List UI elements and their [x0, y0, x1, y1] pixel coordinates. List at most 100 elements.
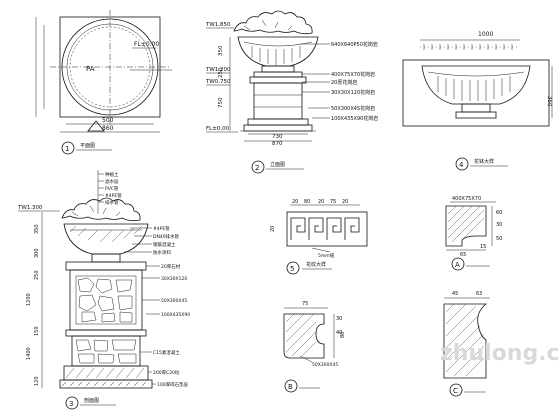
profile-a-dim-4: 15	[480, 244, 486, 250]
elev-hdim-2: 870	[272, 141, 283, 147]
profile-a-dim-2: 30	[496, 222, 502, 228]
section-caption: 剖面图	[84, 397, 99, 404]
section-vdim-7: 120	[34, 376, 40, 386]
section-note-top-2: 滤水层	[105, 178, 119, 185]
section-index-circle	[65, 396, 79, 410]
elev-index: 2	[255, 164, 259, 172]
profile-a-circle	[451, 257, 465, 271]
section-note-mid-2: DN40排水管	[153, 233, 180, 240]
section-note-top-4: #4PE管	[105, 192, 122, 199]
profile-a: 400X75X70 60 30 50 15 65 A	[445, 196, 502, 271]
section-vdim-1: 350	[34, 224, 40, 234]
watermark: zhulong.com	[440, 341, 560, 366]
bowl-index-circle	[455, 157, 469, 171]
plan-elev-label: FL±0.00	[134, 41, 159, 48]
profile-b-note: 50X300X45	[312, 362, 338, 368]
profile-b: 75 30 40 80 50X300X45 B	[283, 301, 346, 393]
elev-vdim-2: 250	[218, 67, 224, 78]
bowl-caption: 花钵大样	[474, 158, 494, 165]
bowl-height-dim: 350	[546, 96, 552, 107]
elev-note-2: 400X75X70花岗岩	[331, 71, 375, 78]
pattern-dim-2: 80	[304, 199, 310, 205]
elevation-notes: 640X640P50花岗岩 400X75X70花岗岩 20厚花岗岩 30X30X…	[300, 41, 378, 122]
elev-base: FL±0.00	[206, 126, 230, 132]
bowl-view: 1000 350 4 花钵大样	[402, 31, 553, 171]
section-note-top-1: 种植土	[105, 171, 119, 178]
elev-note-3: 20厚花岗岩	[331, 79, 357, 86]
pattern-side-dim: 20	[270, 226, 276, 232]
pattern-caption: 花纹大样	[306, 261, 326, 268]
elev-note-6: 100X435X90花岗岩	[331, 115, 378, 122]
section-vdim-2: 300	[34, 248, 40, 258]
profile-c: 45 63 C	[443, 291, 490, 397]
section-note-mid-6: 30X30X120	[161, 276, 187, 282]
section-note-bot-1: C15素混凝土	[153, 349, 180, 356]
profile-a-dim-3: 50	[496, 236, 502, 242]
elev-mid: TW1.200	[205, 67, 231, 73]
section-elev-top: TW1.300	[17, 205, 43, 211]
plan-index-circle	[61, 141, 75, 155]
section-vdim-5: 150	[34, 326, 40, 336]
elev-caption: 立面图	[270, 161, 285, 168]
section-vdim-3: 250	[34, 270, 40, 280]
section-note-top-5: 排水管	[105, 199, 119, 206]
section-note-mid-5: 20厚石材	[161, 263, 181, 270]
elev-vdim-1: 350	[218, 45, 224, 56]
elevation-view: TW1.850 TW1.200 TW0.750 FL±0.00 350 250 …	[205, 10, 378, 174]
section-note-top-3: PVC管	[105, 185, 119, 192]
section-note-bot-3: 100厚碎石垫层	[157, 381, 189, 388]
pattern-index: 5	[290, 265, 294, 273]
section-index: 3	[69, 400, 73, 408]
section-note-mid-7: 50X300X45	[161, 298, 187, 304]
plan-dim-inner: 500	[102, 117, 114, 124]
profile-b-dim-4: 80	[340, 332, 346, 338]
plan-dim-outer: 860	[102, 125, 114, 132]
profile-a-dim-1: 60	[496, 210, 502, 216]
bowl-width-dim: 1000	[478, 31, 493, 38]
pattern-view: 20 80 20 75 20 20 5mm缝 5 花纹大样	[270, 199, 368, 275]
profile-b-dim-1: 75	[302, 301, 308, 307]
profile-c-circle	[449, 383, 463, 397]
section-notes-top: 种植土 滤水层 PVC管 #4PE管 排水管	[98, 171, 122, 206]
profile-b-dim-3: 40	[336, 330, 342, 336]
pattern-dim-1: 20	[292, 199, 298, 205]
profile-c-dim-2: 63	[476, 291, 482, 297]
section-note-mid-8: 100X435X90	[161, 312, 190, 318]
section-vdim-6: 1400	[26, 347, 32, 360]
pattern-dim-3: 20	[318, 199, 324, 205]
elev-index-circle	[251, 160, 265, 174]
section-note-mid-4: 防水涂料	[153, 249, 171, 256]
profile-b-circle	[284, 379, 298, 393]
plan-index: 1	[65, 145, 69, 153]
profile-b-label: B	[288, 383, 293, 391]
elev-note-5: 50X300X45花岗岩	[331, 105, 375, 112]
plan-center-code: PA	[86, 65, 95, 73]
elev-top: TW1.850	[205, 22, 231, 28]
rubble-stone-fill	[77, 277, 133, 323]
section-note-mid-1: #4PE管	[153, 225, 170, 232]
elev-note-1: 640X640P50花岗岩	[331, 41, 378, 48]
profile-a-dim-5: 65	[460, 252, 466, 258]
section-notes-mid: #4PE管 DN40排水管 钢筋混凝土 防水涂料 20厚石材 30X30X120…	[124, 225, 190, 318]
elev-note-4: 30X30X120花岗岩	[331, 89, 375, 96]
section-note-bot-2: 200厚C20砼	[153, 369, 180, 376]
elev-low: TW0.750	[205, 79, 231, 85]
profile-c-dim-1: 45	[452, 291, 458, 297]
profile-a-note: 400X75X70	[452, 196, 481, 202]
pattern-index-circle	[286, 261, 300, 275]
plan-caption: 平面图	[80, 143, 95, 149]
pattern-dim-4: 75	[330, 199, 336, 205]
elev-hdim-1: 730	[272, 134, 283, 140]
profile-c-label: C	[453, 387, 458, 395]
bowl-index: 4	[459, 161, 464, 169]
profile-b-dim-2: 30	[336, 316, 342, 322]
section-vdim-4: 1200	[26, 293, 32, 306]
pattern-note: 5mm缝	[318, 252, 335, 259]
pattern-dim-5: 20	[342, 199, 348, 205]
section-note-mid-3: 钢筋混凝土	[153, 241, 176, 248]
profile-a-label: A	[455, 261, 460, 269]
section-notes-bottom: C15素混凝土 200厚C20砼 100厚碎石垫层	[140, 349, 189, 388]
plan-view: PA FL±0.00 500 860 1 平面图	[35, 10, 172, 155]
